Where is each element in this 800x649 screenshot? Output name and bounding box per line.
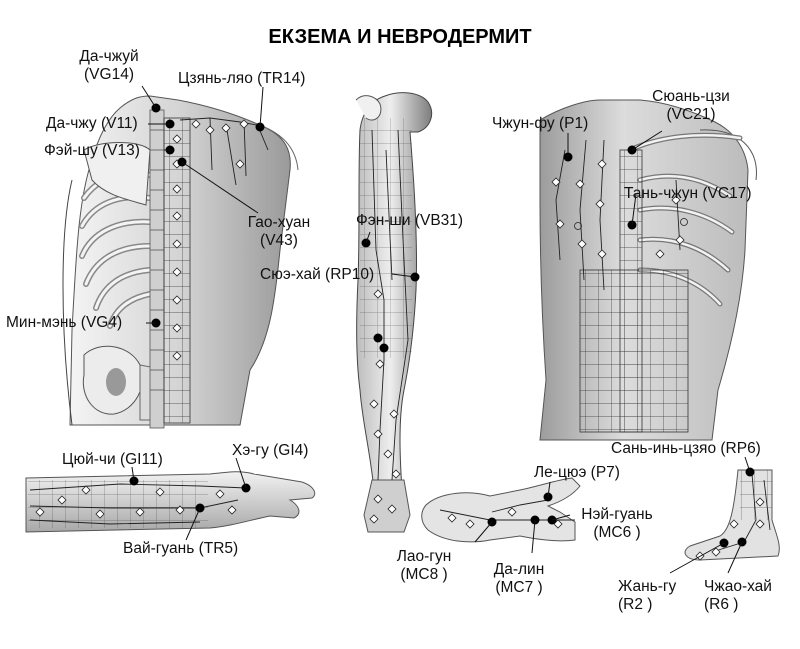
leg-figure xyxy=(355,92,433,533)
chest-figure xyxy=(539,99,757,441)
label-chzhao-hay-name: Чжао-хай xyxy=(704,578,772,595)
label-da-lin-name: Да-лин xyxy=(493,561,545,578)
label-min-men: Мин-мэнь (VG4) xyxy=(6,314,122,332)
label-san-in-tszyao: Сань-инь-цзяо (RP6) xyxy=(611,440,761,458)
label-lao-gun-code: (MC8 ) xyxy=(400,566,448,583)
label-vay-guan: Вай-гуань (TR5) xyxy=(123,540,238,558)
label-syuan-tszi-name: Сюань-цзи xyxy=(652,88,730,105)
leader-lines xyxy=(131,85,751,574)
label-chzhao-hay: Чжао-хай (R6 ) xyxy=(704,578,772,614)
label-syue-hay: Сюэ-хай (RP10) xyxy=(260,266,374,284)
label-lao-gun: Лао-гун (MC8 ) xyxy=(386,548,462,584)
back-figure xyxy=(62,95,299,429)
label-gao-huan-name: Гао-хуан xyxy=(247,214,311,231)
label-fey-shu-name: Фэй-шу (V13) xyxy=(44,142,140,159)
label-fey-shu: Фэй-шу (V13) xyxy=(44,142,140,160)
label-ney-guan-code: (MC6 ) xyxy=(593,524,641,541)
label-he-gu-name: Хэ-гу (GI4) xyxy=(232,442,309,459)
foot-figure xyxy=(684,467,780,561)
label-tsyuy-chi: Цюй-чи (GI11) xyxy=(62,451,163,469)
label-chzhao-hay-code: (R6 ) xyxy=(704,596,739,613)
label-san-in-tszyao-name: Сань-инь-цзяо (RP6) xyxy=(611,440,761,457)
label-gao-huan-code: (V43) xyxy=(260,232,298,249)
label-le-tsyue-name: Ле-цюэ (P7) xyxy=(534,464,620,481)
label-fen-shi-name: Фэн-ши (VB31) xyxy=(356,212,464,229)
label-chzhun-fu-name: Чжун-фу (P1) xyxy=(492,115,589,132)
label-zhan-gu: Жань-гу (R2 ) xyxy=(618,578,676,614)
label-fen-shi: Фэн-ши (VB31) xyxy=(356,212,463,230)
label-vay-guan-name: Вай-гуань (TR5) xyxy=(123,540,239,557)
label-syuan-tszi-code: (VC21) xyxy=(666,106,716,123)
label-ney-guan: Нэй-гуань (MC6 ) xyxy=(572,506,662,542)
label-lao-gun-name: Лао-гун xyxy=(396,548,452,565)
page-title: ЕКЗЕМА И НЕВРОДЕРМИТ xyxy=(268,26,532,48)
arm-figure xyxy=(25,471,316,533)
label-gao-huan: Гао-хуан (V43) xyxy=(244,214,314,250)
label-zhan-gu-code: (R2 ) xyxy=(618,596,653,613)
label-syuan-tszi: Сюань-цзи (VC21) xyxy=(636,88,746,124)
label-da-chzhu-name: Да-чжу (V11) xyxy=(46,115,138,132)
hand-figure xyxy=(421,477,581,543)
label-tan-chzhun-name: Тань-чжун (VC17) xyxy=(624,185,752,202)
label-chzhun-fu: Чжун-фу (P1) xyxy=(492,115,588,133)
label-da-lin: Да-лин (MC7 ) xyxy=(484,561,554,597)
label-min-men-name: Мин-мэнь (VG4) xyxy=(6,314,123,331)
label-da-chzhuy-name: Да-чжуй xyxy=(79,48,139,65)
label-tszyan-lyao: Цзянь-ляо (TR14) xyxy=(178,70,305,88)
label-le-tsyue: Ле-цюэ (P7) xyxy=(534,464,620,482)
label-zhan-gu-name: Жань-гу xyxy=(618,578,677,595)
label-he-gu: Хэ-гу (GI4) xyxy=(232,442,308,460)
label-da-chzhuy-code: (VG14) xyxy=(84,66,134,83)
label-da-chzhuy: Да-чжуй (VG14) xyxy=(66,48,152,84)
label-tszyan-lyao-name: Цзянь-ляо (TR14) xyxy=(178,70,306,87)
label-tan-chzhun: Тань-чжун (VC17) xyxy=(624,185,752,203)
label-syue-hay-name: Сюэ-хай (RP10) xyxy=(260,266,375,283)
label-ney-guan-name: Нэй-гуань xyxy=(581,506,653,523)
label-tsyuy-chi-name: Цюй-чи (GI11) xyxy=(62,451,163,468)
label-da-lin-code: (MC7 ) xyxy=(495,579,543,596)
label-da-chzhu: Да-чжу (V11) xyxy=(46,115,138,133)
